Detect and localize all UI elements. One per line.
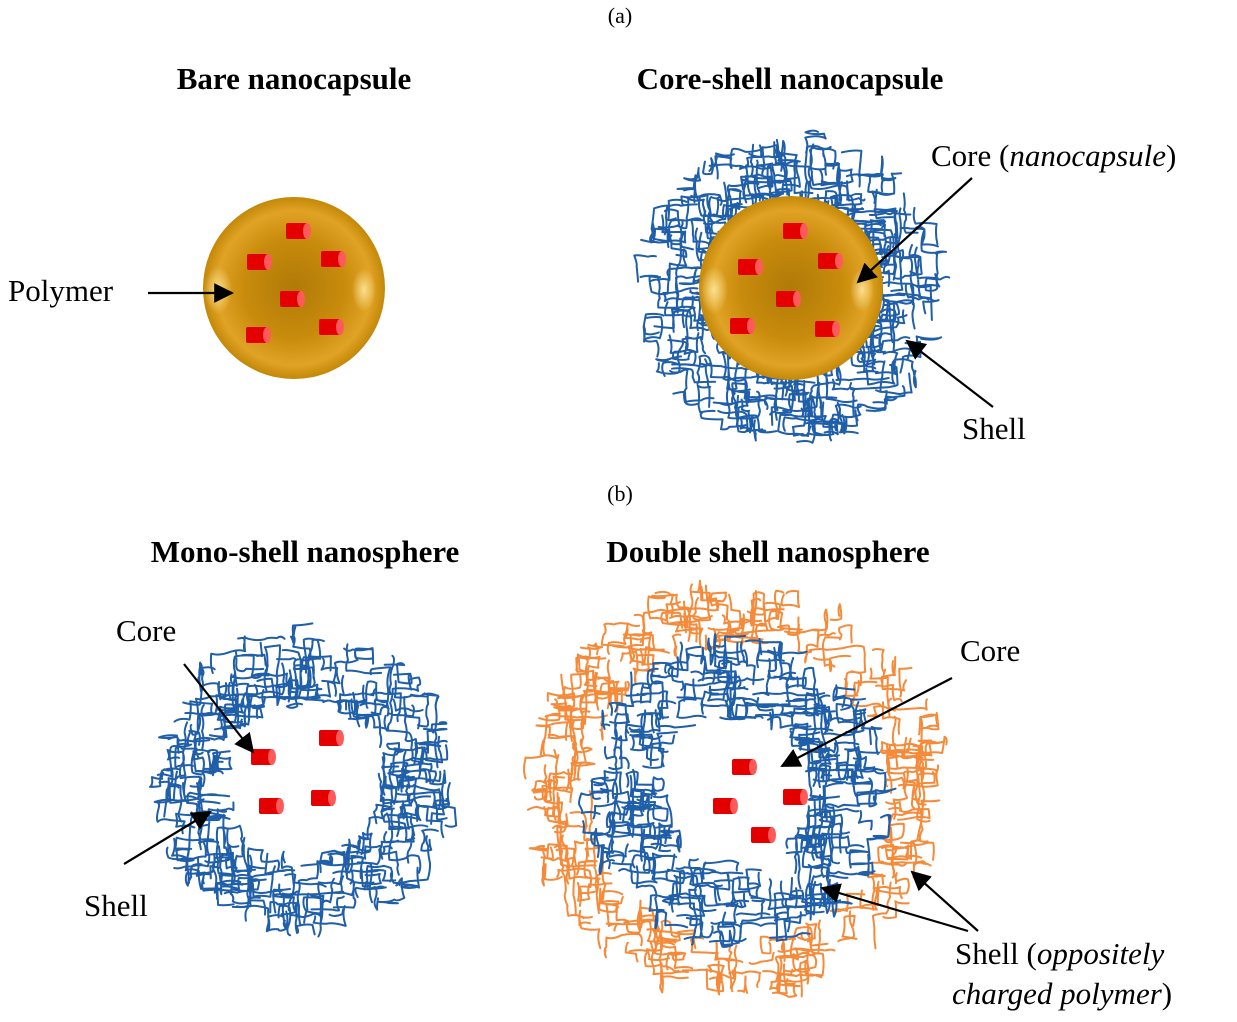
drug-molecule: [319, 730, 344, 746]
drug-molecule: [311, 790, 336, 806]
drug-molecule: [280, 291, 305, 307]
drug-molecule: [259, 798, 284, 814]
drug-molecule: [783, 223, 808, 239]
drug-molecule: [732, 759, 757, 775]
mono-shell-nanosphere-title: Mono-shell nanosphere: [151, 534, 460, 569]
mono-shell-polymer-shell: [149, 622, 458, 938]
drug-molecule: [713, 798, 738, 814]
mono-shell-arrow: [123, 810, 212, 865]
drug-molecule: [247, 254, 272, 270]
double-shell-label-line2: charged polymer): [952, 976, 1172, 1011]
drug-molecule: [738, 259, 763, 275]
drug-molecule: [818, 253, 843, 269]
shell-double-inner-strands: [578, 633, 897, 948]
double-inner-shell-arrow: [820, 883, 969, 933]
double-shell-nanosphere-title: Double shell nanosphere: [606, 534, 929, 569]
mono-core-arrow: [183, 663, 255, 754]
drug-molecule: [751, 827, 776, 843]
drug-molecule: [286, 223, 311, 239]
double-shell-label: Shell (oppositely: [955, 936, 1164, 971]
double-outer-shell-arrow: [910, 870, 979, 932]
shell-double-outer-strands: [523, 579, 948, 998]
panel-b-tag: (b): [607, 481, 633, 506]
panel-a-tag: (a): [608, 3, 632, 28]
drug-molecule: [321, 251, 346, 267]
drug-molecule: [251, 749, 276, 765]
drug-molecule: [776, 291, 801, 307]
drug-molecules: [246, 223, 843, 843]
drug-molecule: [815, 321, 840, 337]
core-shell-shell-arrow: [905, 339, 994, 408]
double-core-label: Core: [960, 633, 1020, 668]
core-nanocapsule-label: Core (nanocapsule): [931, 138, 1176, 173]
shell-mono-strands: [149, 622, 458, 938]
double-shell-outer-shell: [523, 579, 948, 998]
arrows: [123, 177, 994, 933]
drug-molecule: [783, 789, 808, 805]
core-nanocapsule-arrow: [856, 177, 973, 284]
double-shell-inner-shell: [578, 633, 897, 948]
mono-shell-label: Shell: [84, 888, 148, 923]
bare-nanocapsule-title: Bare nanocapsule: [177, 61, 412, 96]
core-shell-shell-label: Shell: [962, 411, 1026, 446]
drug-molecule: [319, 319, 344, 335]
polymer-label: Polymer: [8, 273, 114, 308]
mono-core-label: Core: [116, 613, 176, 648]
drug-molecule: [246, 327, 271, 343]
double-core-arrow: [780, 677, 953, 767]
drug-molecule: [730, 318, 755, 334]
core-shell-nanocapsule-title: Core-shell nanocapsule: [637, 61, 944, 96]
